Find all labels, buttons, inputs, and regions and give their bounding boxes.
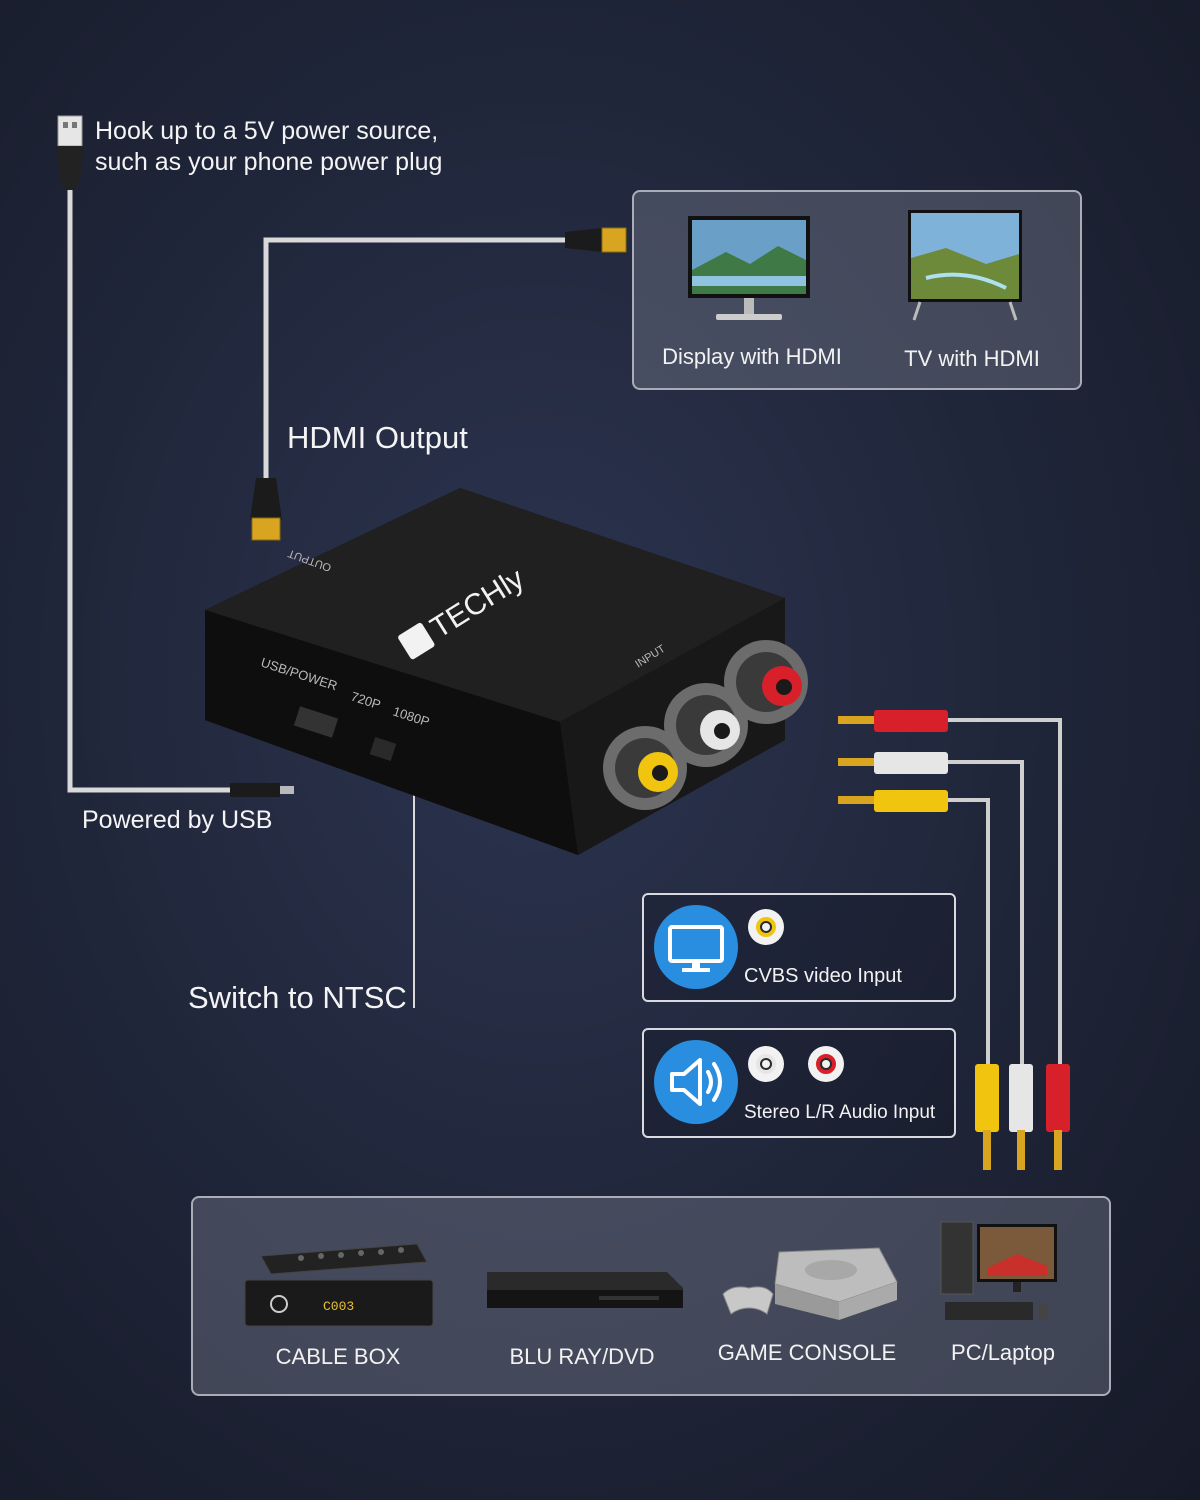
yellow-rca-icon <box>748 909 784 945</box>
source-label-pc: PC/Laptop <box>951 1340 1055 1365</box>
cvbs-input-text: CVBS video Input <box>744 965 902 987</box>
source-label-cable-box: CABLE BOX <box>275 1344 401 1369</box>
rca-plug-red-bottom <box>1046 1064 1070 1170</box>
power-note-line-2: such as your phone power plug <box>95 148 443 176</box>
switch-ntsc-label: Switch to NTSC <box>188 980 407 1015</box>
game-console-icon <box>722 1247 898 1320</box>
rca-plug-red-top <box>838 710 948 732</box>
rca-plug-white-bottom <box>1009 1064 1033 1170</box>
svg-text:C003: C003 <box>323 1299 354 1314</box>
rca-plug-white-top <box>838 752 948 774</box>
tv-icon <box>908 210 1022 321</box>
white-rca-icon <box>748 1046 784 1082</box>
source-devices-panel: C003 CABLE BOX BLU RAY/DVD GAME CONSOLE … <box>191 1196 1111 1396</box>
ntsc-switch <box>369 737 397 761</box>
rca-cable-set <box>838 710 1070 1170</box>
monitor-caption: Display with HDMI <box>662 344 842 369</box>
speaker-circle-icon <box>654 1040 738 1124</box>
audio-input-text: Stereo L/R Audio Input <box>744 1102 936 1123</box>
pc-icon <box>940 1221 1057 1320</box>
cvbs-input-box: CVBS video Input <box>642 893 956 1002</box>
rca-jack-red <box>724 640 808 724</box>
source-label-game-console: GAME CONSOLE <box>717 1340 897 1365</box>
power-source-note: Hook up to a 5V power source, such as yo… <box>95 116 515 178</box>
rca-plug-yellow-top <box>838 790 948 812</box>
hdmi-output-label: HDMI Output <box>287 420 468 455</box>
blu-ray-player-icon <box>487 1272 683 1308</box>
hdmi-display-panel: Display with HDMI TV with HDMI <box>632 190 1082 390</box>
rca-plug-yellow-bottom <box>975 1064 999 1170</box>
power-note-line-1: Hook up to a 5V power source, <box>95 117 439 145</box>
rca-jack-white <box>664 683 748 767</box>
mini-usb-port <box>293 706 339 738</box>
audio-input-box: Stereo L/R Audio Input <box>642 1028 956 1138</box>
rca-jack-yellow <box>603 726 687 810</box>
powered-by-usb-label: Powered by USB <box>82 806 273 834</box>
tv-caption: TV with HDMI <box>904 346 1040 371</box>
monitor-icon <box>688 216 810 320</box>
red-rca-icon <box>808 1046 844 1082</box>
usb-power-cable <box>56 115 294 797</box>
converter-device: TECHly OUTPUT INPUT USB/POWER 720P 1080P <box>205 488 808 855</box>
monitor-circle-icon <box>654 905 738 989</box>
hdmi-cable <box>250 227 627 541</box>
cable-box-icon: C003 <box>244 1243 434 1327</box>
source-label-blu-ray: BLU RAY/DVD <box>509 1344 655 1369</box>
